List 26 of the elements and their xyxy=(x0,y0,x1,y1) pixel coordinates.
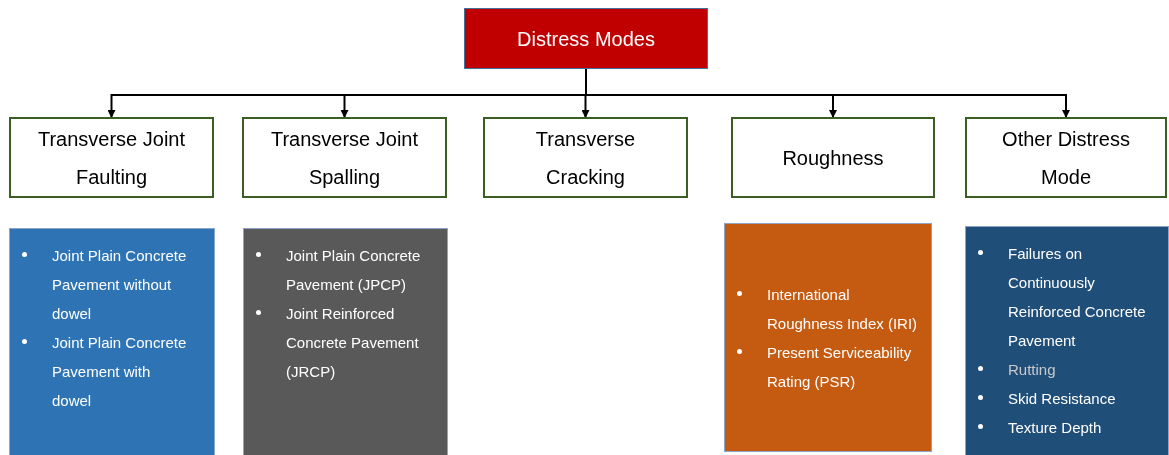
list-item: International Roughness Index (IRI) xyxy=(767,284,919,334)
list-item: Skid Resistance xyxy=(1008,389,1116,409)
category-box xyxy=(242,117,447,198)
list-item: Present Serviceability Rating (PSR) xyxy=(767,342,913,392)
list-item: Joint Plain Concrete Pavement with dowel xyxy=(52,333,188,411)
category-label: Transverse Cracking xyxy=(534,126,637,190)
root-label: Distress Modes xyxy=(517,26,655,52)
category-box xyxy=(9,117,214,198)
list-box xyxy=(965,226,1169,455)
list-box xyxy=(724,223,932,452)
list-item: Texture Depth xyxy=(1008,418,1102,438)
list-box xyxy=(243,228,448,455)
list-box xyxy=(9,228,215,455)
root-box xyxy=(464,8,708,69)
list-item: Joint Reinforced Concrete Pavement (JRCP) xyxy=(286,304,420,382)
category-label: Roughness xyxy=(782,145,884,171)
list-item: Joint Plain Concrete Pavement without dowel xyxy=(52,246,188,324)
list-item: Rutting xyxy=(1008,360,1056,380)
category-box xyxy=(965,117,1167,198)
category-box xyxy=(731,117,935,198)
list-item: Joint Plain Concrete Pavement (JPCP) xyxy=(286,246,422,295)
category-label: Transverse Joint Faulting xyxy=(36,126,187,190)
category-label: Other Distress Mode xyxy=(1001,126,1131,190)
category-box xyxy=(483,117,688,198)
list-item: Failures on Continuously Reinforced Concrete Pavement xyxy=(1008,244,1147,351)
category-label: Transverse Joint Spalling xyxy=(269,126,420,190)
